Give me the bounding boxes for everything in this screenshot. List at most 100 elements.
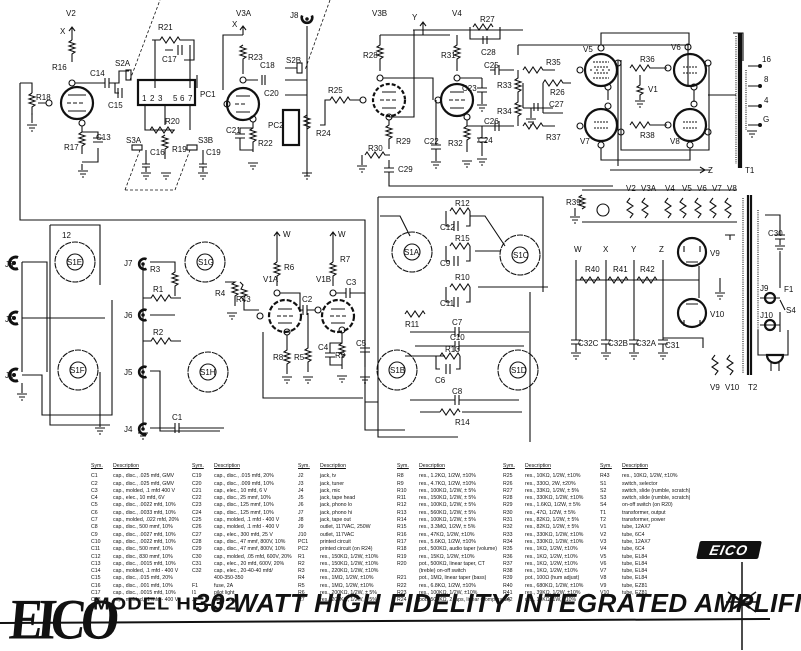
part-symbol: J10 [298, 531, 307, 538]
part-description: cap., disc., .0015 mfd, 10% [113, 590, 176, 597]
part-symbol: C7 [91, 517, 98, 524]
label-r38: R38 [640, 131, 655, 140]
label-pc2: PC2 [268, 121, 284, 130]
parts-header-desc: Description [113, 463, 139, 469]
part-description: cap., disc., .009 mfd, 10% [214, 480, 274, 487]
label-r35: R35 [546, 58, 561, 67]
svg-text:1: 1 [142, 94, 147, 103]
label-c3: C3 [346, 278, 357, 287]
label-s1f: S1F [70, 366, 85, 375]
part-symbol: R29 [503, 502, 513, 509]
part-symbol: R41 [503, 590, 513, 597]
part-symbol: R9 [397, 480, 404, 487]
part-symbol: C28 [192, 538, 202, 545]
part-symbol: R2 [298, 560, 305, 567]
part-description: res., 330Ω, 2W, ±20% [525, 480, 576, 487]
part-symbol: C30 [192, 553, 202, 560]
part-description: res., 82KΩ, 1/2W, ± 5% [525, 517, 580, 524]
parts-header-desc: Description [622, 463, 648, 469]
part-description: res., 47Ω, 1/2W, ± 5% [525, 509, 576, 516]
part-symbol: R7 [298, 597, 305, 604]
part-symbol: J6 [298, 502, 304, 509]
svg-text:12: 12 [62, 231, 71, 240]
label-v4: V4 [452, 9, 462, 18]
part-symbol: J4 [298, 487, 304, 494]
label-tap-8: 8 [764, 75, 769, 84]
label-tap-g: G [763, 115, 769, 124]
part-description: cap., elec., 20 mfd, 600V, 20% [214, 560, 285, 567]
label-heater-v6: V6 [697, 184, 707, 193]
part-description: res., 100KΩ, 1/2W, ± 5% [419, 502, 476, 509]
part-symbol: R30 [503, 509, 513, 516]
part-symbol: R5 [298, 582, 305, 589]
equalization-network: S1A S1C S1B S1D R12 C12 R15 C9 R10 C11 R… [365, 196, 548, 442]
label-s1h: S1H [200, 368, 216, 377]
label-r37: R37 [546, 133, 561, 142]
label-c32b: C32B [608, 339, 628, 348]
part-symbol: V9 [600, 582, 607, 589]
part-description: cap., disc., .0022 mfd, 10% [113, 502, 176, 509]
label-c22: C22 [424, 137, 439, 146]
part-description: cap., disc., 47 mmf, 800V, 10% [214, 538, 286, 545]
parts-header-sym: Sym. [91, 463, 103, 469]
part-description: 400-350-350 [214, 575, 244, 582]
part-symbol: C26 [192, 524, 202, 531]
part-description: res., 1MΩ, 1/2W, ±10% [320, 582, 374, 589]
label-r16: R16 [52, 63, 67, 72]
label-c28: C28 [481, 48, 496, 57]
part-symbol: J7 [298, 509, 304, 516]
parts-list-row: C28 cap., disc., 47 mmf, 800V, 10% [192, 539, 292, 546]
label-r26: R26 [550, 88, 565, 97]
label-s2a: S2A [115, 59, 131, 68]
label-y-2: Y [631, 245, 637, 254]
label-r23: R23 [248, 53, 263, 62]
part-description: res., 10KΩ, 1/2W, ±10% [622, 473, 678, 480]
label-v3a: V3A [236, 9, 252, 18]
parts-header-desc: Description [525, 463, 551, 469]
label-j5: J5 [124, 368, 133, 377]
parts-list-row: 400-350-350 [192, 575, 292, 582]
label-x-2: X [232, 20, 238, 29]
label-r6: R6 [284, 263, 295, 272]
part-description: tube, 6C4 [622, 546, 645, 553]
part-symbol: R36 [503, 553, 513, 560]
label-c32a: C32A [636, 339, 657, 348]
part-symbol: R39 [503, 575, 513, 582]
part-symbol: S3 [600, 495, 607, 502]
part-symbol: R33 [503, 531, 513, 538]
parts-list-row: (treble) on-off switch [397, 568, 510, 575]
part-symbol: R40 [503, 582, 513, 589]
part-symbol: C32 [192, 568, 202, 575]
label-s1d: S1D [511, 366, 527, 375]
label-c20: C20 [264, 89, 279, 98]
part-description: cap., disc., 500 mmf, 10% [113, 546, 173, 553]
part-symbol: V10 [600, 590, 610, 597]
part-description: cap., disc., .001 mfd, 10% [113, 582, 173, 589]
part-description: outlet, 117VAC [320, 531, 355, 538]
part-description: cap., disc., .025 mfd, GMV [113, 473, 175, 480]
